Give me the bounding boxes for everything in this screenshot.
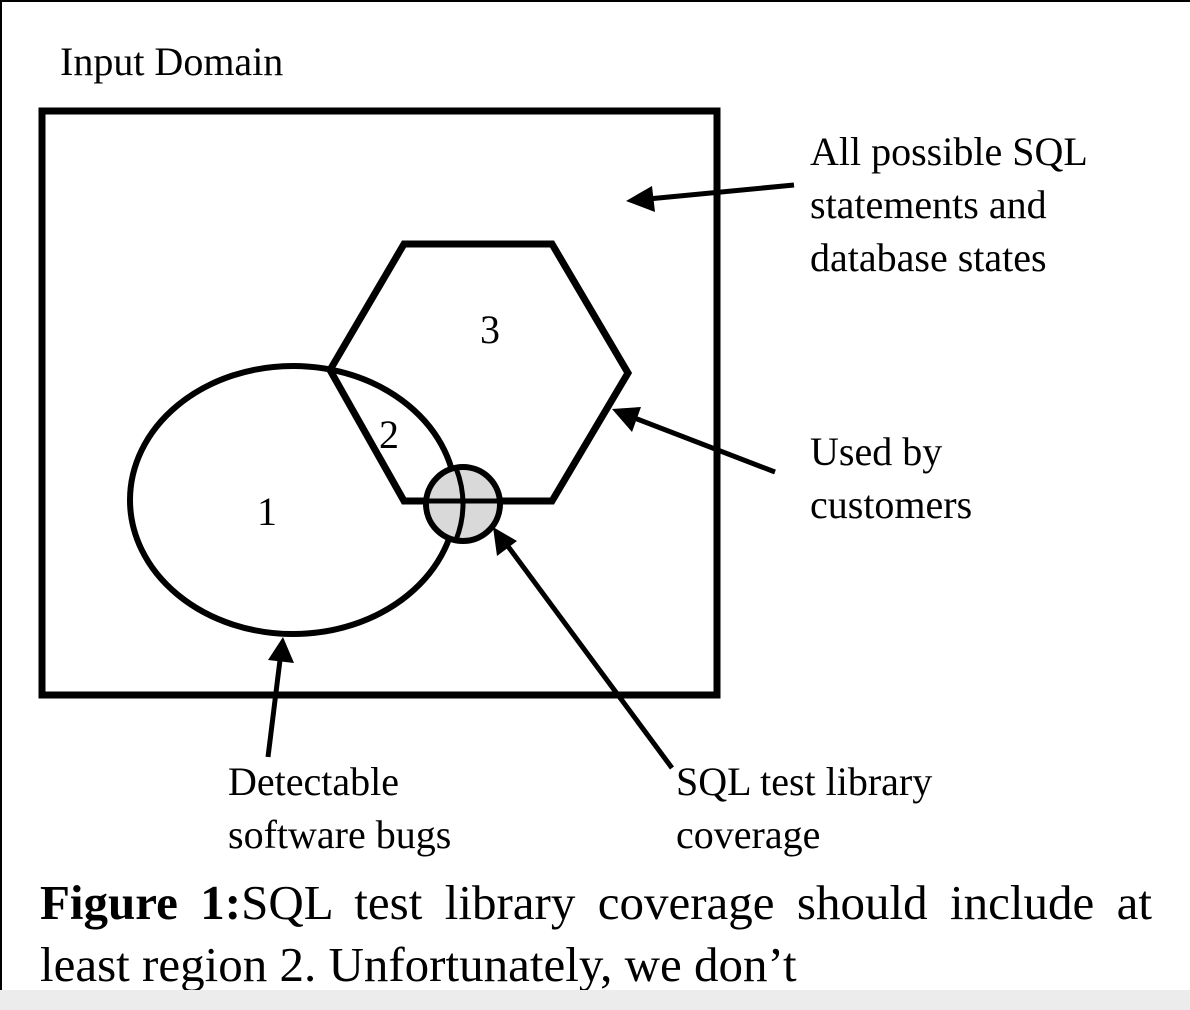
figure-number: Figure 1: xyxy=(40,875,242,930)
all-sql-label: All possible SQL statements and database… xyxy=(810,129,1096,280)
all-sql-arrow-shaft xyxy=(647,182,795,202)
customers-arrow-shaft xyxy=(631,414,776,475)
all-sql-arrowhead xyxy=(626,186,655,212)
used-by-customers-label: Used by customers xyxy=(810,429,972,527)
page-left-border xyxy=(0,0,2,990)
ellipse-edge-through-circle xyxy=(453,467,466,541)
region-2-label: 2 xyxy=(379,412,399,457)
bugs-arrow-shaft xyxy=(265,659,283,758)
region-3-label: 3 xyxy=(480,307,500,352)
caption-text: SQL test library coverage should include… xyxy=(40,875,1152,990)
venn-diagram: Input Domain 1 2 3 All possible SQL stat… xyxy=(38,39,1096,857)
figure-caption: Figure 1:SQL test library coverage shoul… xyxy=(40,872,1152,990)
input-domain-rectangle xyxy=(38,107,721,699)
customers-hexagon xyxy=(325,240,633,505)
bugs-arrowhead xyxy=(268,637,294,663)
detectable-bugs-label: Detectable software bugs xyxy=(228,759,451,857)
coverage-arrowhead xyxy=(493,527,517,556)
page-top-border xyxy=(0,0,1190,2)
coverage-label: SQL test library coverage xyxy=(676,759,942,857)
input-domain-label: Input Domain xyxy=(60,39,283,84)
coverage-arrow-shaft xyxy=(504,543,675,770)
customers-arrowhead xyxy=(612,407,641,432)
region-1-label: 1 xyxy=(257,489,277,534)
